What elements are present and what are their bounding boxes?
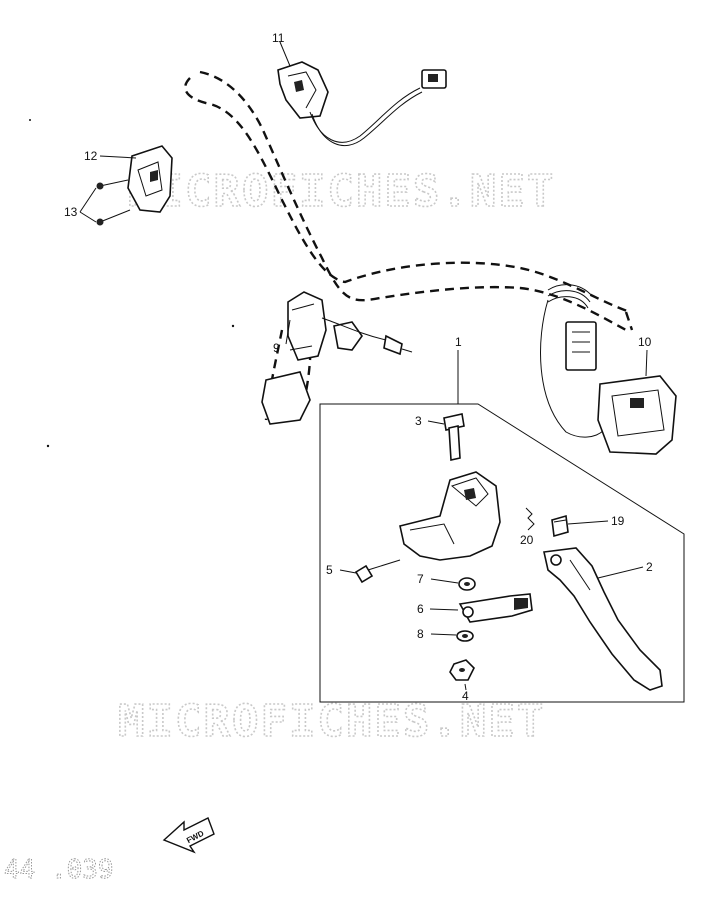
callout-19: 19 <box>611 514 625 528</box>
callout-6: 6 <box>417 602 424 616</box>
callout-2: 2 <box>646 560 653 574</box>
part-8-washer <box>456 630 474 642</box>
handlebar-outline <box>184 70 634 421</box>
callout-11: 11 <box>272 31 285 45</box>
part-7-nut <box>458 577 476 591</box>
part-13-screws <box>96 179 131 226</box>
callout-13: 13 <box>64 205 78 219</box>
part-12-switch-housing-left <box>127 145 173 213</box>
part-20-spring <box>525 507 535 529</box>
part-19-cap <box>551 514 569 538</box>
callout-20: 20 <box>520 533 534 547</box>
callout-9: 9 <box>273 341 280 355</box>
part-3-bolt <box>443 413 465 461</box>
callout-8: 8 <box>417 627 424 641</box>
speck <box>231 324 235 328</box>
fwd-arrow-icon: FWD <box>162 817 215 854</box>
callout-1: 1 <box>455 335 462 349</box>
leader-lines <box>79 41 648 691</box>
callout-10: 10 <box>638 335 652 349</box>
speck <box>29 119 31 121</box>
watermark-top: MICROFICHES.NET <box>128 166 555 217</box>
part-9-clamp-cable <box>261 291 413 425</box>
callout-7: 7 <box>417 572 424 586</box>
part-10-switch-assembly-right <box>540 284 677 455</box>
callout-labels: 1 2 3 4 5 6 7 8 9 10 11 12 13 19 20 <box>64 31 653 703</box>
part-2-lever <box>543 547 663 691</box>
part-4-nut <box>449 659 475 681</box>
callout-5: 5 <box>326 563 333 577</box>
exploded-view-frame <box>319 403 685 703</box>
callout-12: 12 <box>84 149 98 163</box>
part-11-switch-housing <box>277 61 447 147</box>
speck <box>46 444 50 448</box>
watermark-bottom: MICROFICHES.NET <box>118 696 545 747</box>
lever-holder <box>399 471 501 561</box>
callout-3: 3 <box>415 414 422 428</box>
part-6-cam-link <box>458 593 533 623</box>
diagram-code: 44 .039 <box>4 855 114 885</box>
callout-4: 4 <box>462 689 469 703</box>
part-5-screw <box>354 559 401 584</box>
